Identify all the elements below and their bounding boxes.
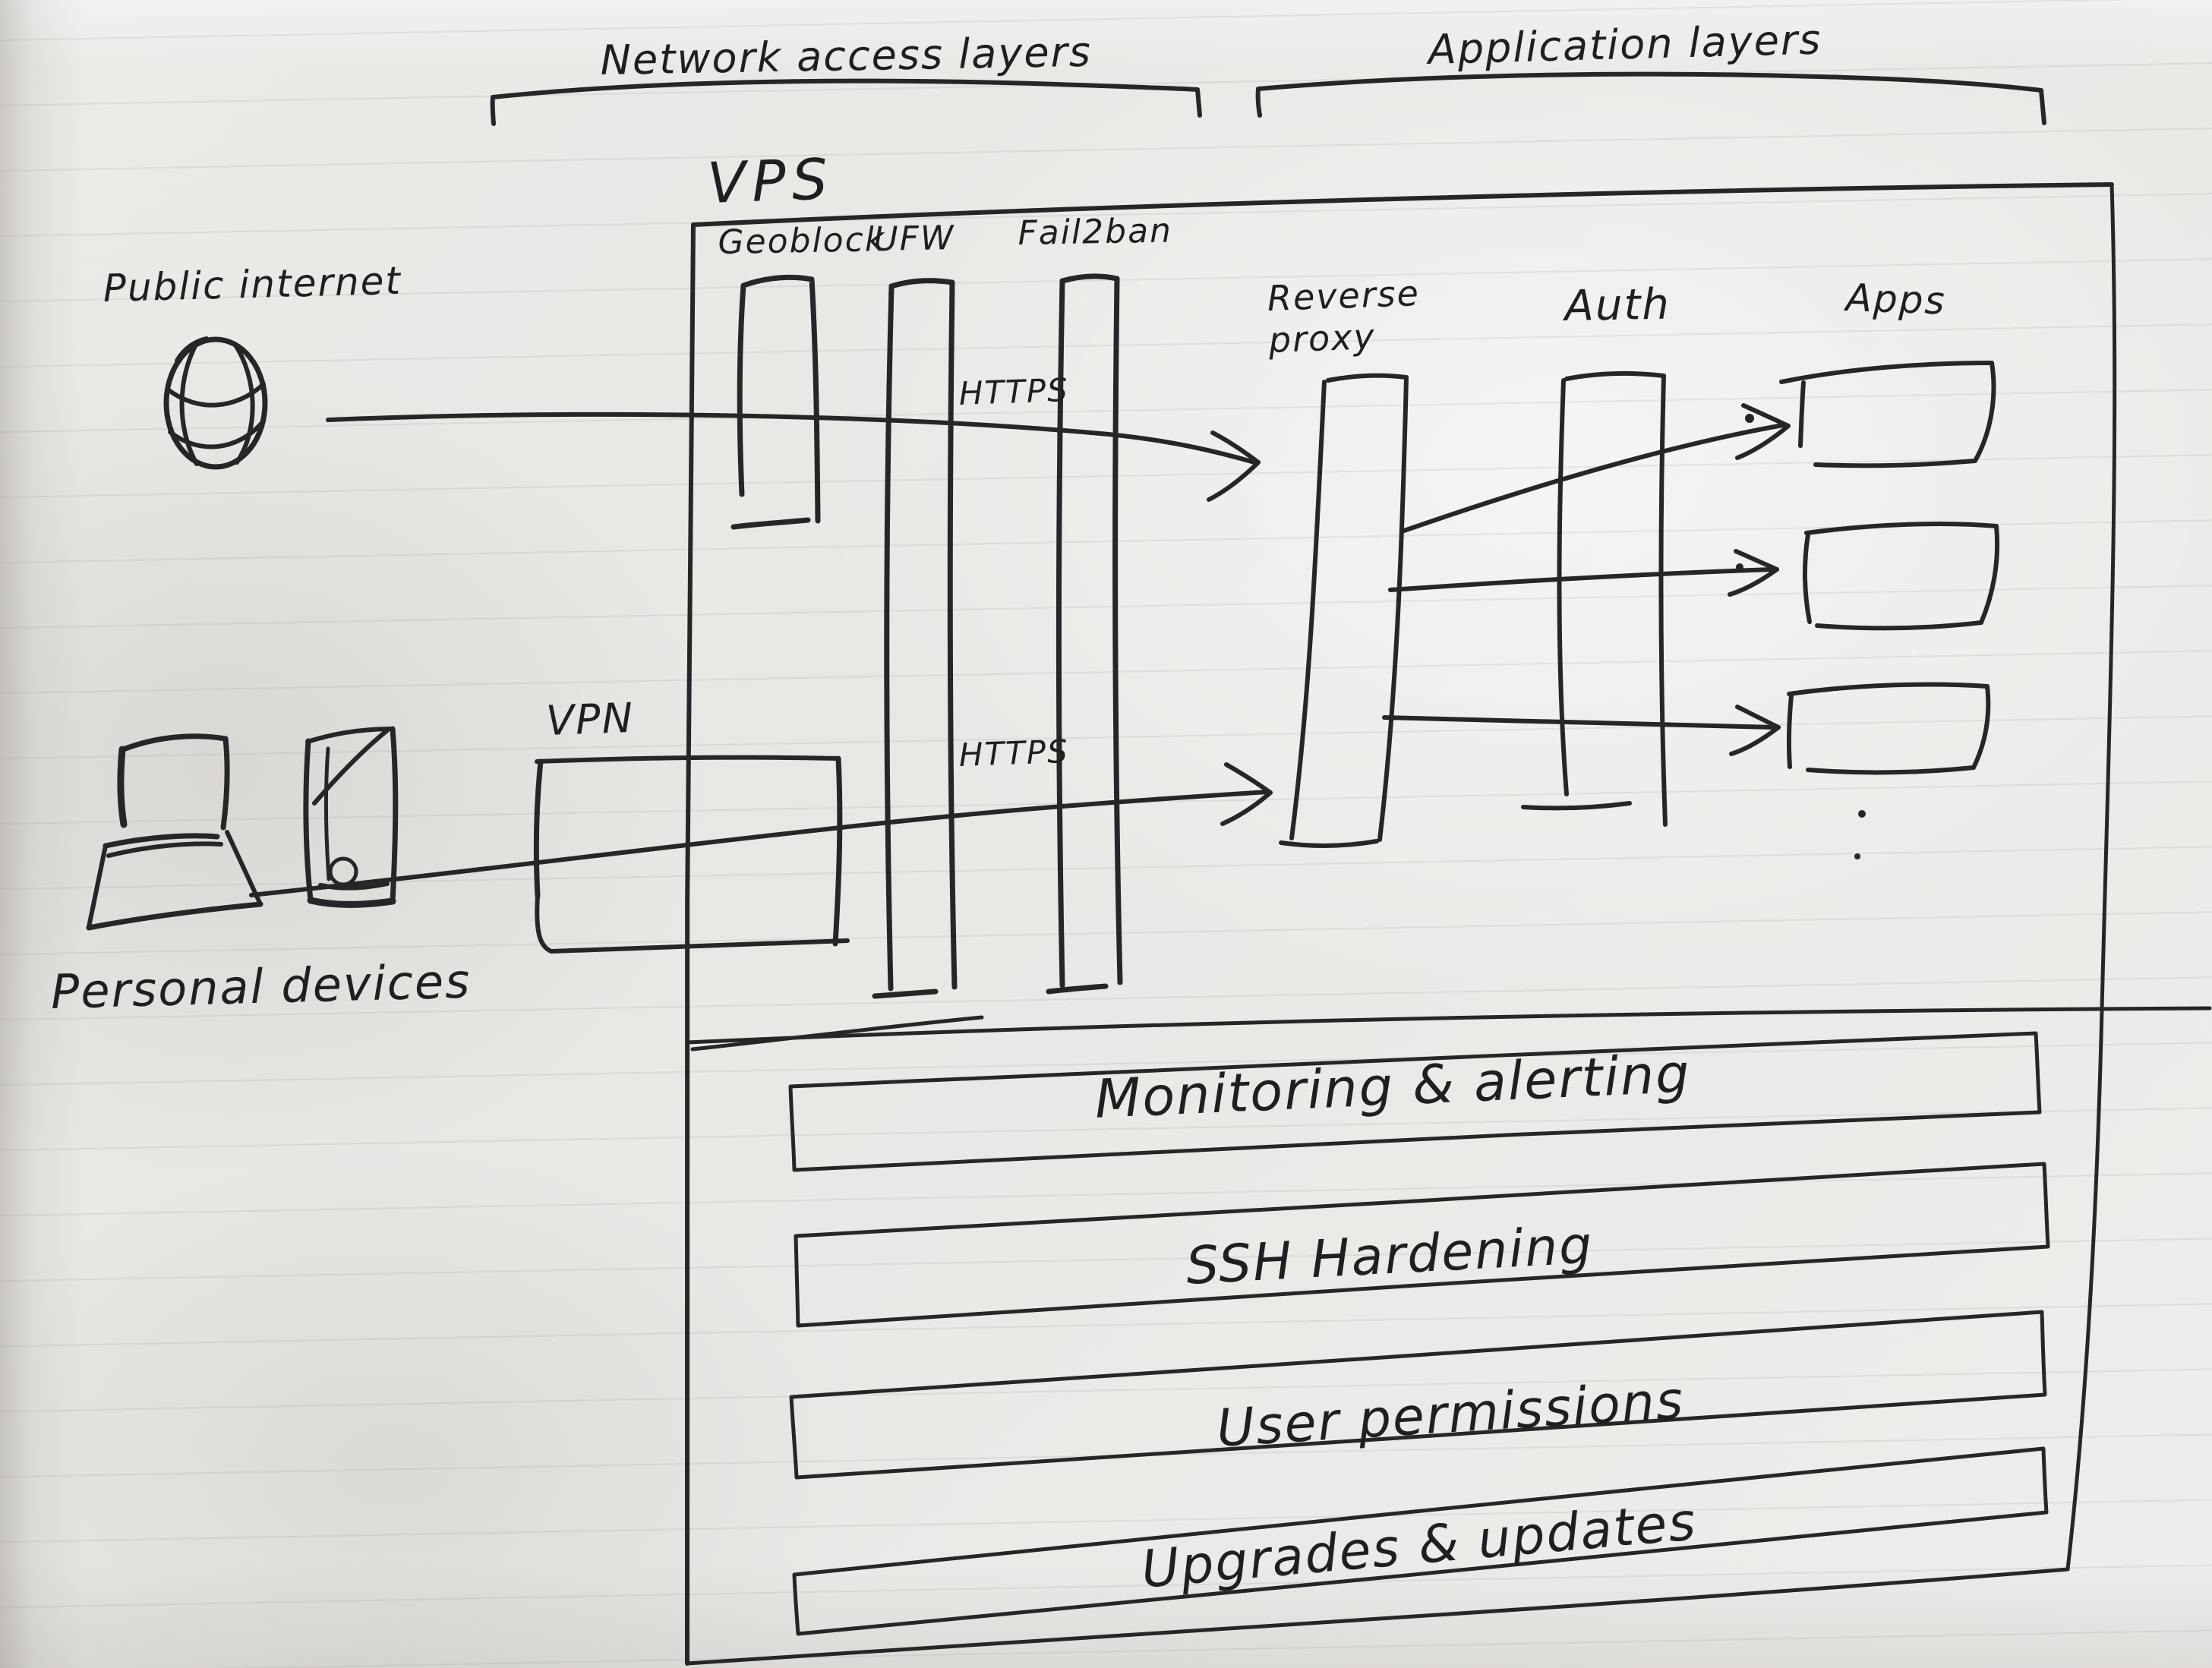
https-arrow-bottom — [249, 762, 1273, 897]
geoblock-label: Geoblock — [718, 220, 886, 262]
ufw-label: UFW — [873, 219, 955, 259]
app-box-1 — [1779, 361, 1996, 468]
laptop-icon — [86, 733, 263, 931]
app-box-3 — [1786, 682, 1991, 775]
auth-label: Auth — [1564, 279, 1671, 331]
bracket-application — [1255, 71, 2046, 125]
ops-bar-3-shape — [789, 1310, 2047, 1480]
fail2ban-bar — [1046, 273, 1123, 995]
section-divider — [685, 1006, 2212, 1052]
apps-label: Apps — [1844, 275, 1947, 323]
network-access-layers-label: Network access layers — [600, 27, 1093, 84]
ops-bar-2-shape — [794, 1162, 2050, 1328]
arrow-to-app-2 — [1388, 549, 1779, 597]
vps-label: VPS — [706, 147, 835, 216]
https-bottom-label: HTTPS — [958, 732, 1070, 774]
reverse-proxy-bar — [1279, 373, 1409, 848]
fail2ban-label: Fail2ban — [1018, 211, 1173, 253]
vpn-label: VPN — [545, 693, 636, 745]
arrow-to-app-1 — [1399, 403, 1791, 534]
ops-bar-4-shape — [792, 1446, 2049, 1636]
vpn-box — [533, 755, 850, 954]
app-box-2 — [1803, 522, 2000, 631]
application-layers-label: Application layers — [1428, 15, 1822, 74]
https-top-label: HTTPS — [958, 370, 1070, 412]
public-internet-label: Public internet — [103, 258, 402, 311]
reverse-proxy-label: Reverse proxy — [1267, 272, 1421, 361]
arrow-to-app-3 — [1382, 705, 1781, 756]
auth-bar — [1521, 370, 1668, 827]
geoblock-bar — [730, 274, 821, 530]
more-apps-ellipsis — [1854, 810, 1866, 859]
personal-devices-label: Personal devices — [50, 953, 472, 1020]
globe-icon — [163, 336, 268, 470]
phone-icon — [303, 726, 399, 908]
ops-bar-1-shape — [788, 1031, 2042, 1172]
https-arrow-top — [326, 411, 1261, 502]
ufw-bar — [872, 278, 958, 999]
bracket-network-access — [490, 78, 1202, 126]
